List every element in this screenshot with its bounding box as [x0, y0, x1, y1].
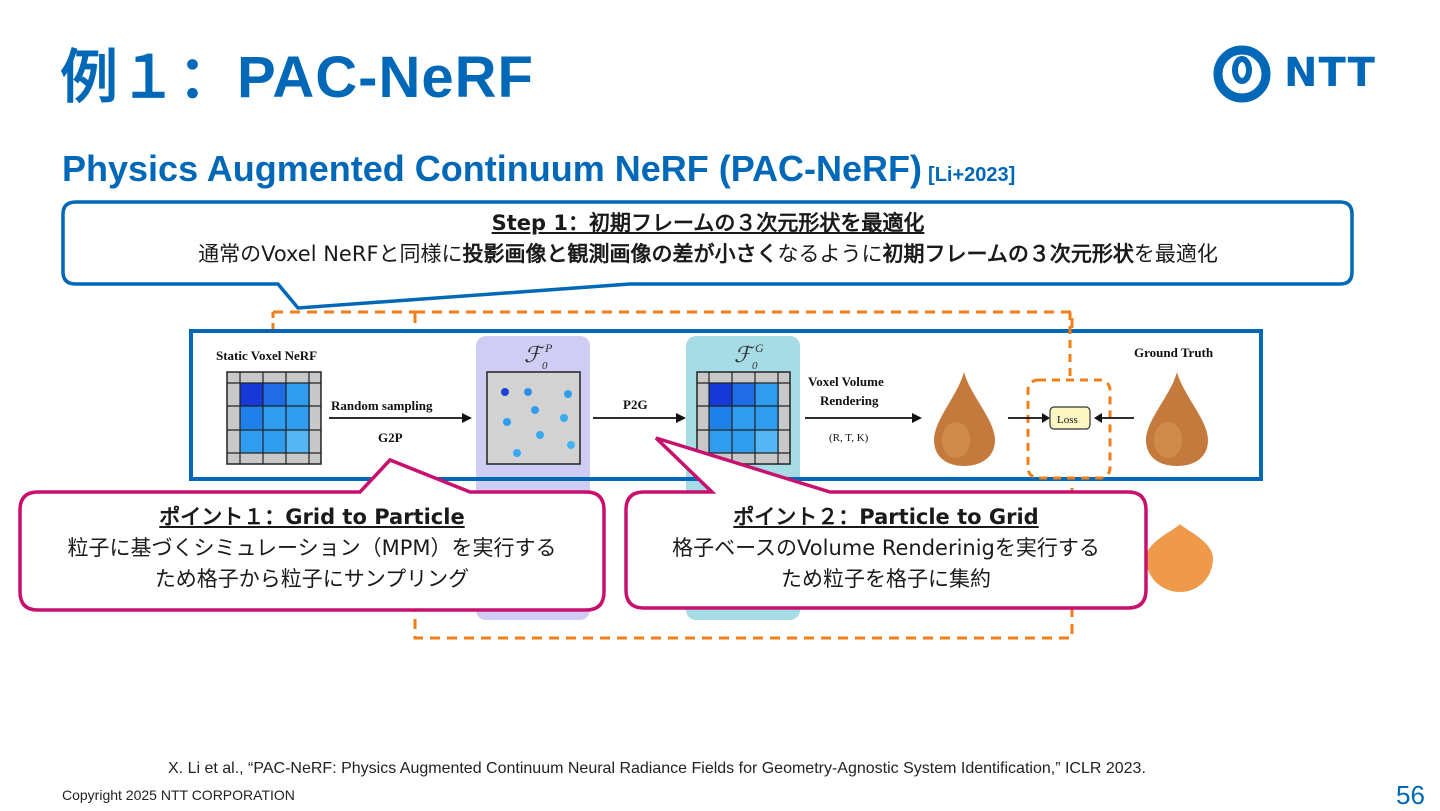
- step-callout: Step 1：初期フレームの３次元形状を最適化 通常のVoxel NeRFと同様…: [64, 208, 1352, 270]
- ntt-logo-text: NTT: [1284, 50, 1376, 96]
- ground-truth-droplet: [1146, 372, 1208, 466]
- section-subtitle: Physics Augmented Continuum NeRF (PAC-Ne…: [62, 148, 1015, 190]
- loss-box: [1049, 406, 1091, 430]
- rendered-droplet: [934, 372, 995, 466]
- point2-line1: 格子ベースのVolume Renderinigを実行する: [672, 536, 1100, 560]
- static-voxel-label: Static Voxel NeRF: [216, 348, 317, 363]
- ground-truth-label: Ground Truth: [1134, 345, 1214, 360]
- rendering-label: Rendering: [820, 393, 879, 408]
- fp-sup: P: [544, 341, 553, 355]
- point1-callout-shape: [18, 457, 606, 612]
- copyright-notice: Copyright 2025 NTT CORPORATION: [62, 787, 295, 803]
- fg-sub: 0: [752, 360, 758, 372]
- particles: [501, 388, 575, 457]
- point2-callout: ポイント２：Particle to Grid 格子ベースのVolume Rend…: [626, 502, 1146, 595]
- point1-line2: ため格子から粒子にサンプリング: [154, 567, 470, 591]
- subtitle-citation: [Li+2023]: [928, 164, 1016, 186]
- point2-line2: ため粒子を格子に集約: [781, 567, 991, 591]
- step-callout-shape: [61, 200, 1354, 310]
- deformed-voxel-grid: [696, 371, 791, 465]
- fg-sup: G: [755, 341, 764, 355]
- point1-line1: 粒子に基づくシミュレーション（MPM）を実行する: [67, 536, 557, 560]
- point1-heading: ポイント１：Grid to Particle: [159, 505, 465, 529]
- point2-heading: ポイント２：Particle to Grid: [733, 505, 1039, 529]
- fp-sub: 0: [542, 360, 548, 372]
- fp-symbol: ℱ: [524, 342, 545, 367]
- slide-title: 例１：PAC-NeRF: [60, 45, 534, 110]
- g2p-label: G2P: [378, 430, 403, 445]
- rtk-label: (R, T, K): [829, 432, 869, 444]
- loss-dashed-box: [1026, 378, 1112, 480]
- reference-citation: X. Li et al., “PAC-NeRF: Physics Augment…: [168, 760, 1146, 777]
- point2-callout-shape: [624, 436, 1148, 610]
- random-sampling-label: Random sampling: [331, 398, 433, 413]
- page-number: 56: [1396, 780, 1425, 810]
- ntt-logo: [1213, 45, 1271, 103]
- subtitle-text: Physics Augmented Continuum NeRF (PAC-Ne…: [62, 148, 923, 189]
- static-voxel-grid: [226, 371, 322, 465]
- point1-callout: ポイント１：Grid to Particle 粒子に基づくシミュレーション（MP…: [20, 502, 604, 595]
- loss-label: Loss: [1057, 414, 1078, 426]
- step-heading: Step 1：初期フレームの３次元形状を最適化: [491, 211, 925, 235]
- p2g-label: P2G: [623, 397, 648, 412]
- simulated-droplet: [1146, 524, 1213, 592]
- voxel-volume-label: Voxel Volume: [808, 374, 884, 389]
- fg-symbol: ℱ: [734, 342, 755, 367]
- step-line: 通常のVoxel NeRFと同様に投影画像と観測画像の差が小さくなるように初期フ…: [198, 242, 1218, 266]
